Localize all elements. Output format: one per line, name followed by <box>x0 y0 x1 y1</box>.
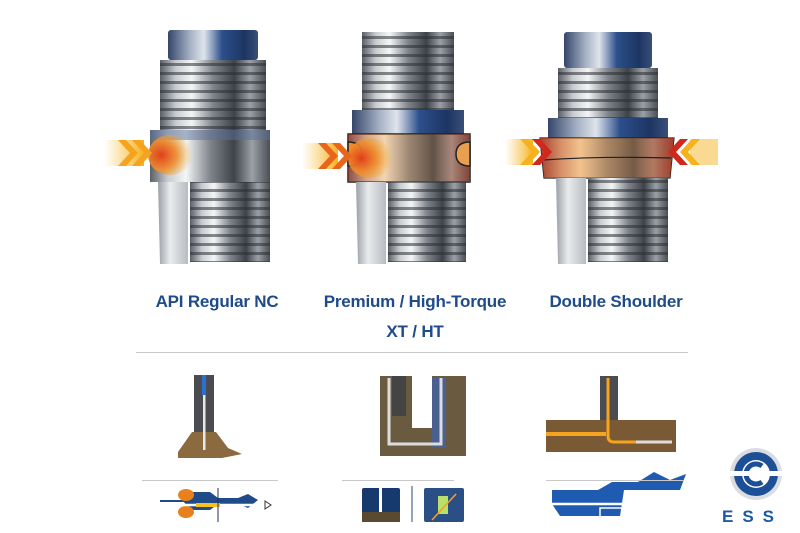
section-divider <box>136 352 688 353</box>
horizontal-well-icon <box>546 376 676 452</box>
double-shoulder-illustration <box>505 32 718 264</box>
u-tube-well-icon <box>380 376 466 456</box>
label-premium-high-torque: Premium / High-Torque <box>323 292 507 311</box>
label-double-shoulder: Double Shoulder <box>549 292 683 311</box>
ess-logo-text: ESS <box>722 507 784 526</box>
divider-col-2 <box>342 480 454 481</box>
divider-col-3 <box>546 480 684 481</box>
label-api-regular-nc: API Regular NC <box>155 292 279 311</box>
label-premium-xt-ht: XT / HT <box>386 322 444 341</box>
flow-double-shoulder-icon <box>552 472 686 519</box>
seal-detail-icon <box>362 486 464 522</box>
flow-single-shoulder-icon <box>155 488 272 522</box>
premium-high-torque-illustration <box>302 32 471 264</box>
vertical-well-icon <box>178 375 242 458</box>
ess-logo-mark <box>728 448 784 500</box>
api-regular-nc-illustration <box>104 30 270 264</box>
divider-col-1 <box>142 480 278 481</box>
